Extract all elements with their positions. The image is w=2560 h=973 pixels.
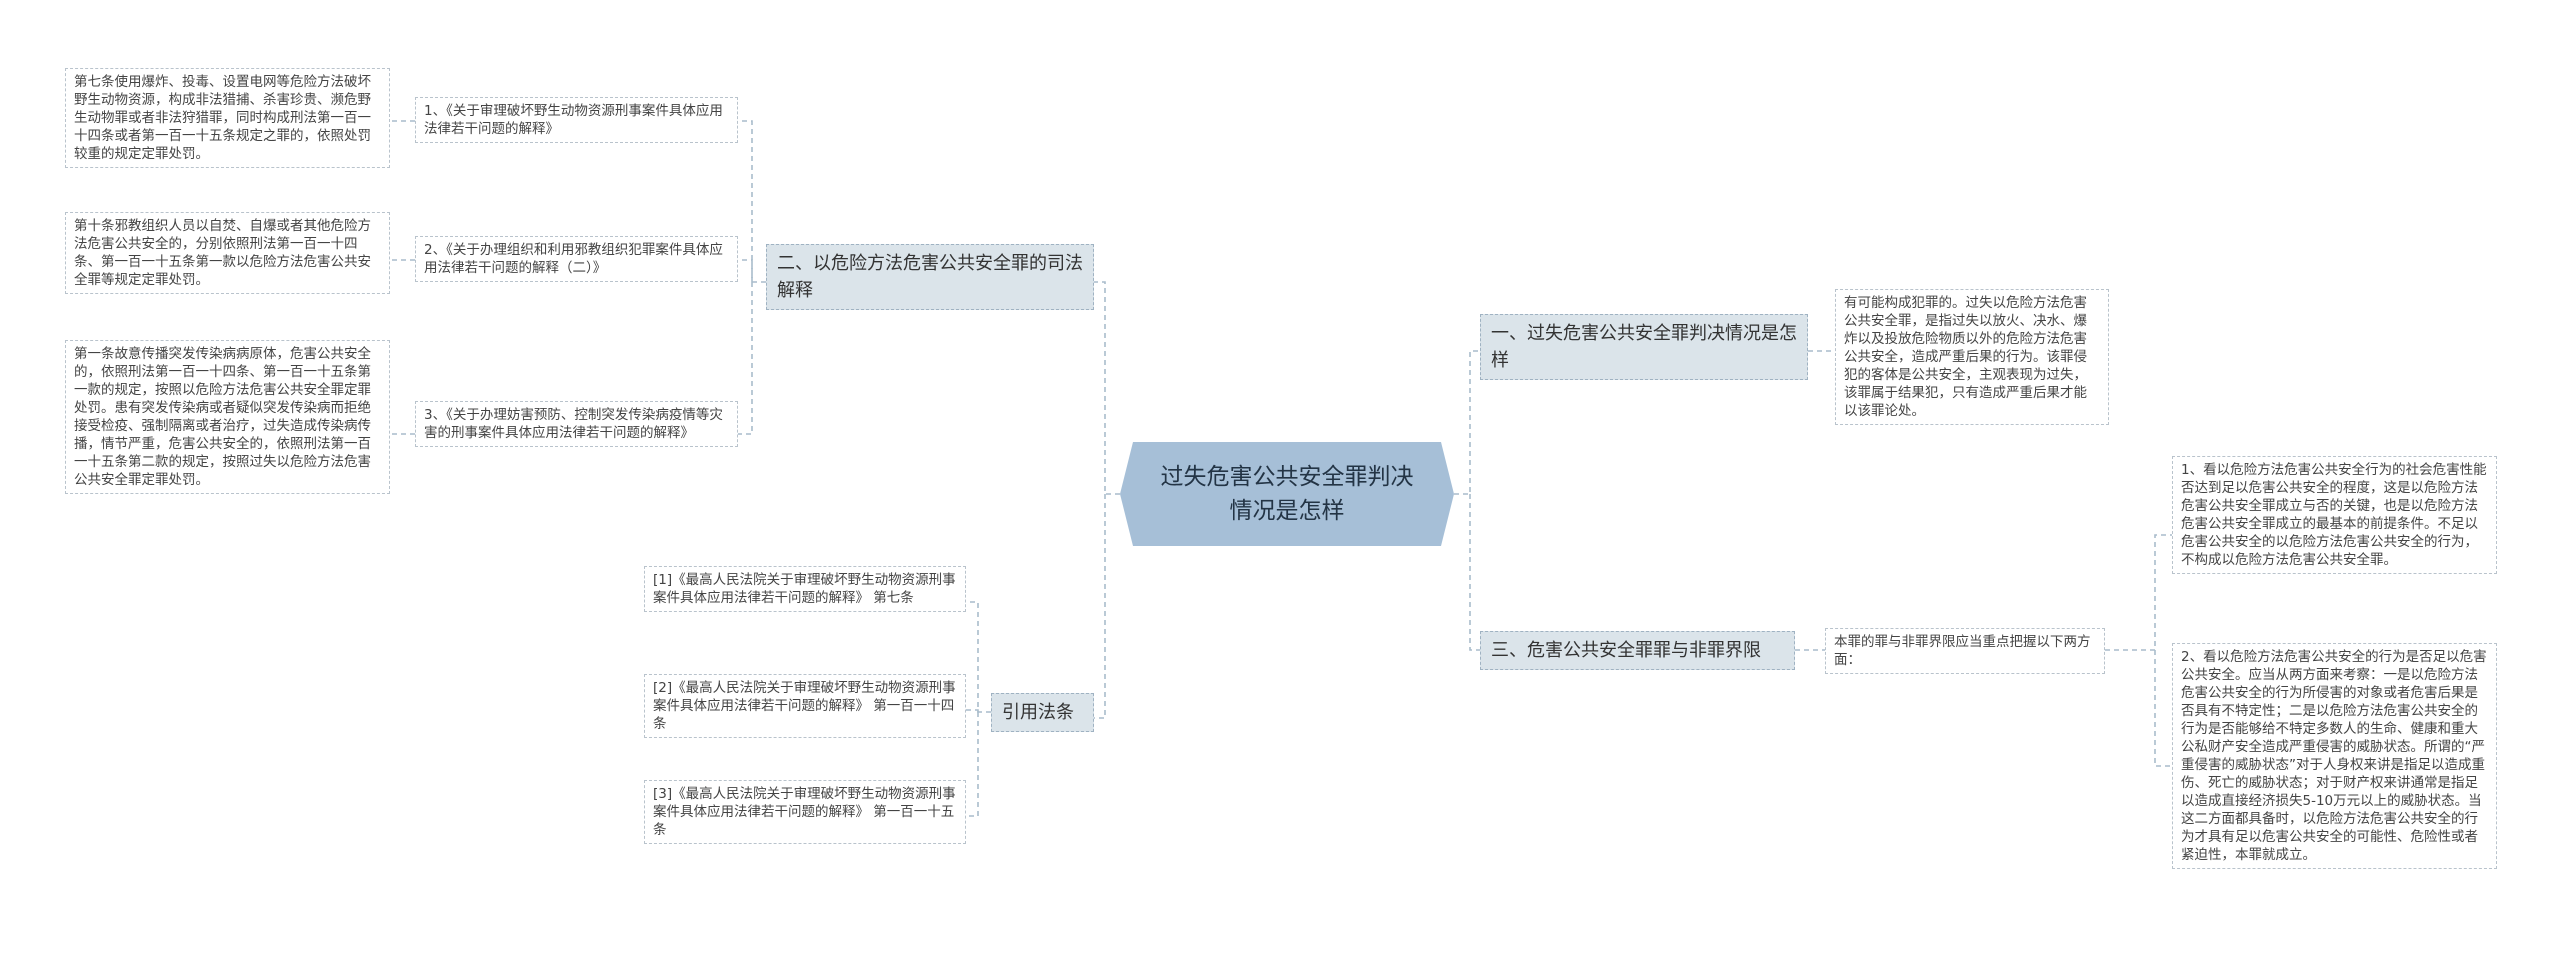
boundary-point-2-text: 2、看以危险方法危害公共安全的行为是否足以危害公共安全。应当从两方面来考察：一是…: [2181, 649, 2487, 863]
interpretation-item-1-title: 1、《关于审理破坏野生动物资源刑事案件具体应用法律若干问题的解释》: [424, 103, 723, 137]
branch-cited-laws-label: 引用法条: [1002, 702, 1074, 723]
cited-law-3[interactable]: [3]《最高人民法院关于审理破坏野生动物资源刑事案件具体应用法律若干问题的解释》…: [644, 780, 966, 844]
cited-law-3-text: [3]《最高人民法院关于审理破坏野生动物资源刑事案件具体应用法律若干问题的解释》…: [653, 786, 956, 838]
interpretation-item-2[interactable]: 2、《关于办理组织和利用邪教组织犯罪案件具体应用法律若干问题的解释（二）》: [415, 236, 738, 282]
interpretation-item-1[interactable]: 1、《关于审理破坏野生动物资源刑事案件具体应用法律若干问题的解释》: [415, 97, 738, 143]
interpretation-detail-2-text: 第十条邪教组织人员以自焚、自爆或者其他危险方法危害公共安全的，分别依照刑法第一百…: [74, 218, 371, 288]
branch-crime-boundary[interactable]: 三、危害公共安全罪罪与非罪界限: [1480, 631, 1795, 670]
boundary-point-2[interactable]: 2、看以危险方法危害公共安全的行为是否足以危害公共安全。应当从两方面来考察：一是…: [2172, 643, 2497, 869]
interpretation-detail-3[interactable]: 第一条故意传播突发传染病病原体，危害公共安全的，依照刑法第一百一十四条、第一百一…: [65, 340, 390, 494]
interpretation-detail-3-text: 第一条故意传播突发传染病病原体，危害公共安全的，依照刑法第一百一十四条、第一百一…: [74, 346, 371, 488]
interpretation-detail-1-text: 第七条使用爆炸、投毒、设置电网等危险方法破坏野生动物资源，构成非法猎捕、杀害珍贵…: [74, 74, 371, 162]
boundary-point-1-text: 1、看以危险方法危害公共安全行为的社会危害性能否达到足以危害公共安全的程度，这是…: [2181, 462, 2487, 568]
root-title: 过失危害公共安全罪判决情况是怎样: [1160, 464, 1414, 524]
interpretation-detail-2[interactable]: 第十条邪教组织人员以自焚、自爆或者其他危险方法危害公共安全的，分别依照刑法第一百…: [65, 212, 390, 294]
interpretation-item-2-title: 2、《关于办理组织和利用邪教组织犯罪案件具体应用法律若干问题的解释（二）》: [424, 242, 723, 276]
cited-law-1-text: [1]《最高人民法院关于审理破坏野生动物资源刑事案件具体应用法律若干问题的解释》…: [653, 572, 956, 606]
branch-judicial-interpretation[interactable]: 二、以危险方法危害公共安全罪的司法解释: [766, 244, 1094, 310]
judgment-text: 有可能构成犯罪的。过失以危险方法危害公共安全罪，是指过失以放火、决水、爆炸以及投…: [1844, 295, 2087, 419]
branch-judgment[interactable]: 一、过失危害公共安全罪判决情况是怎样: [1480, 314, 1808, 380]
root-node[interactable]: 过失危害公共安全罪判决情况是怎样: [1120, 442, 1454, 546]
cited-law-2-text: [2]《最高人民法院关于审理破坏野生动物资源刑事案件具体应用法律若干问题的解释》…: [653, 680, 956, 732]
interpretation-item-3-title: 3、《关于办理妨害预防、控制突发传染病疫情等灾害的刑事案件具体应用法律若干问题的…: [424, 407, 723, 441]
boundary-point-1[interactable]: 1、看以危险方法危害公共安全行为的社会危害性能否达到足以危害公共安全的程度，这是…: [2172, 456, 2497, 574]
cited-law-1[interactable]: [1]《最高人民法院关于审理破坏野生动物资源刑事案件具体应用法律若干问题的解释》…: [644, 566, 966, 612]
boundary-intro-node[interactable]: 本罪的罪与非罪界限应当重点把握以下两方面：: [1825, 628, 2105, 674]
interpretation-detail-1[interactable]: 第七条使用爆炸、投毒、设置电网等危险方法破坏野生动物资源，构成非法猎捕、杀害珍贵…: [65, 68, 390, 168]
cited-law-2[interactable]: [2]《最高人民法院关于审理破坏野生动物资源刑事案件具体应用法律若干问题的解释》…: [644, 674, 966, 738]
branch-cited-laws[interactable]: 引用法条: [991, 693, 1094, 732]
judgment-text-node[interactable]: 有可能构成犯罪的。过失以危险方法危害公共安全罪，是指过失以放火、决水、爆炸以及投…: [1835, 289, 2109, 425]
branch-judgment-label: 一、过失危害公共安全罪判决情况是怎样: [1491, 323, 1797, 371]
branch-judicial-interpretation-label: 二、以危险方法危害公共安全罪的司法解释: [777, 253, 1083, 301]
branch-crime-boundary-label: 三、危害公共安全罪罪与非罪界限: [1491, 640, 1761, 661]
boundary-intro-text: 本罪的罪与非罪界限应当重点把握以下两方面：: [1834, 634, 2091, 668]
interpretation-item-3[interactable]: 3、《关于办理妨害预防、控制突发传染病疫情等灾害的刑事案件具体应用法律若干问题的…: [415, 401, 738, 447]
